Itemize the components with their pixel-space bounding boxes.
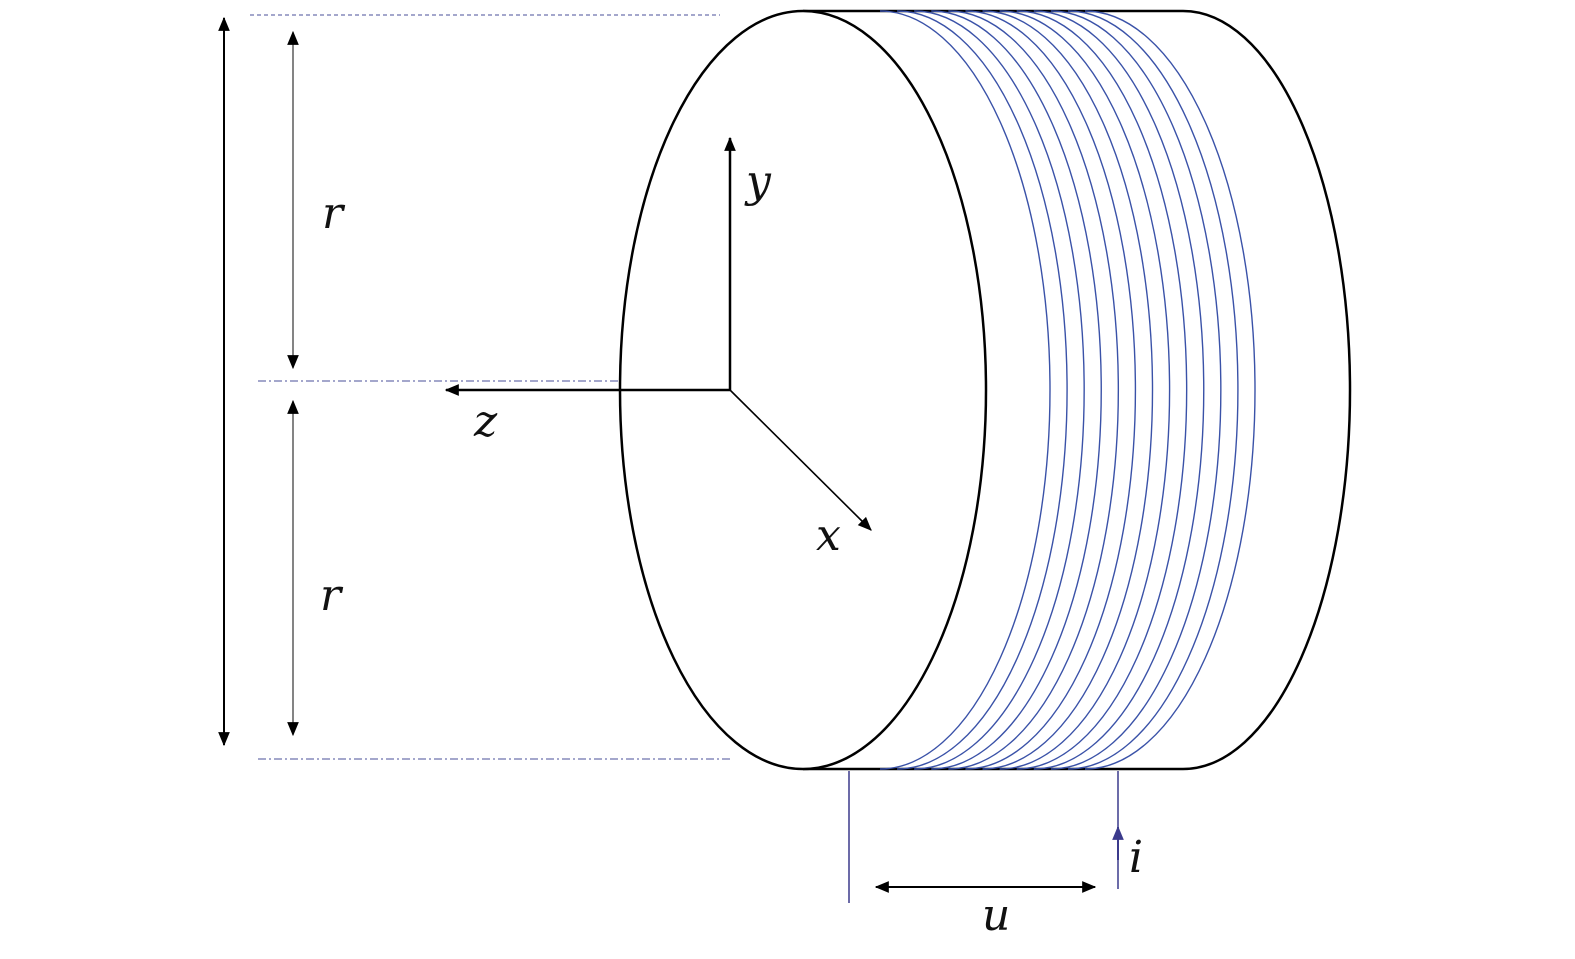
coil-turn bbox=[1067, 10, 1239, 770]
coil-turn bbox=[982, 10, 1154, 770]
z-axis-label: z bbox=[473, 396, 498, 447]
coil-windings bbox=[879, 10, 1256, 770]
coil-turn bbox=[879, 10, 1051, 770]
coil-turn bbox=[1016, 10, 1188, 770]
x-axis-arrow bbox=[729, 389, 872, 531]
coil-turn bbox=[897, 10, 1068, 770]
y-axis-label: y bbox=[744, 156, 772, 207]
coil-turn bbox=[1033, 10, 1205, 770]
lower-radius-label: r bbox=[320, 570, 344, 621]
width-label: u bbox=[982, 890, 1010, 941]
coil-turn bbox=[931, 10, 1102, 770]
coil-turn bbox=[999, 10, 1171, 770]
cylinder-back-face bbox=[1182, 9, 1352, 771]
x-axis-label: x bbox=[816, 510, 841, 561]
coil-turn bbox=[948, 10, 1120, 770]
upper-radius-label: r bbox=[322, 188, 346, 239]
coil-turn bbox=[914, 10, 1085, 770]
coil-turn bbox=[1050, 10, 1222, 770]
coil-turn bbox=[965, 10, 1137, 770]
coil-turn bbox=[1084, 10, 1256, 770]
current-label: i bbox=[1129, 832, 1143, 883]
